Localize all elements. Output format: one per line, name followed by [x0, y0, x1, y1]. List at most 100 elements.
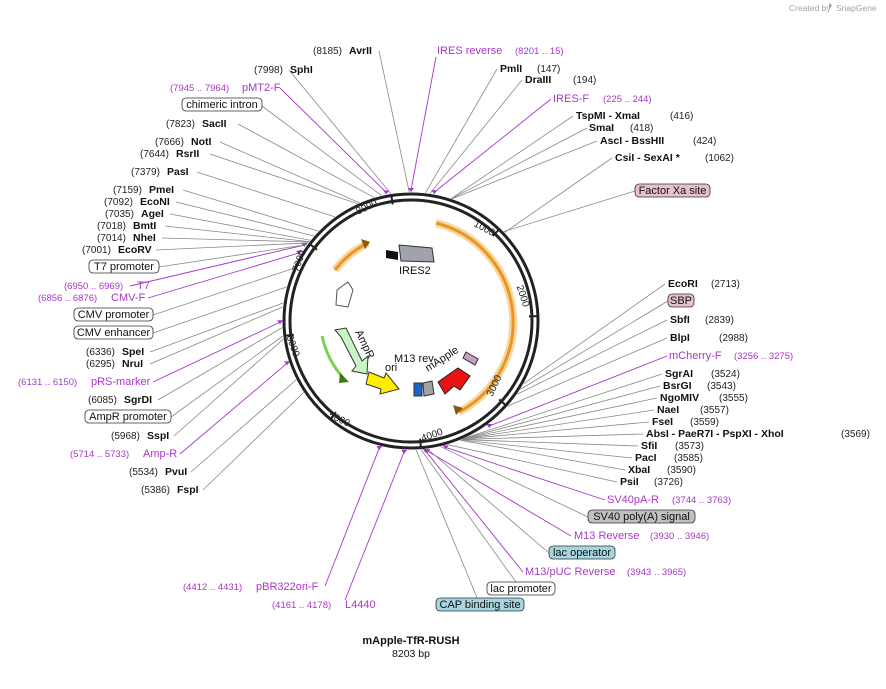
primer-mark-icon: [383, 190, 390, 195]
site-pos-sfii: (3573): [675, 441, 704, 452]
tick-label-8000: 8000: [355, 198, 380, 218]
map-name: mApple-TfR-RUSH: [362, 635, 459, 647]
site-noti[interactable]: (7666)NotI: [155, 136, 211, 148]
site-bsrgi[interactable]: BsrGI(3543): [663, 380, 736, 392]
feature-cap-binding-site[interactable]: CAP binding site: [435, 597, 525, 612]
primer-pos-amp-r: (5714 .. 5733): [70, 449, 129, 460]
site-sbfi[interactable]: SbfI(2839): [670, 314, 734, 326]
site-tspmi-xmai[interactable]: TspMI - XmaI(416): [576, 110, 693, 122]
leader-fspi: [202, 392, 304, 491]
feature-sv40-poly-a-signal[interactable]: SV40 poly(A) signal: [587, 509, 696, 524]
site-sgrai[interactable]: SgrAI(3524): [665, 368, 740, 380]
site-fsei[interactable]: FseI(3559): [652, 416, 719, 428]
tick-mark-5000: [330, 411, 337, 419]
feature-box-lac-operator: [548, 545, 616, 560]
primer-ires-f[interactable]: IRES-F(225 .. 244): [553, 93, 652, 105]
site-pos-sphi: (7998): [254, 65, 283, 76]
primer-m13-puc-reverse[interactable]: M13/pUC Reverse(3943 .. 3965): [525, 566, 686, 578]
feature-sbp[interactable]: SBP: [667, 293, 695, 308]
site-pasi[interactable]: (7379)PasI: [131, 166, 189, 178]
feature-chimeric-intron[interactable]: chimeric intron: [181, 97, 263, 112]
primer-ires-reverse[interactable]: IRES reverse(8201 .. 15): [437, 45, 564, 57]
feature-cmv-promoter[interactable]: CMV promoter: [73, 307, 154, 322]
leader-econi: [175, 201, 315, 237]
site-csii-sexai[interactable]: CsiI - SexAI *(1062): [615, 152, 734, 164]
site-sspi[interactable]: (5968)SspI: [111, 430, 169, 442]
site-labels: (8185)AvrII(7998)SphI (7823)SacII (7666)No…: [18, 45, 870, 612]
primer-pos-prs-marker: (6131 .. 6150): [18, 377, 77, 388]
site-spei[interactable]: (6336)SpeI: [86, 346, 144, 358]
primer-pos-mcherry-f: (3256 .. 3275): [734, 351, 793, 362]
primer-name-sv40pa-r: SV40pA-R: [607, 494, 659, 506]
feature-t7-promoter[interactable]: T7 promoter: [88, 259, 160, 274]
primer-l4440[interactable]: L4440(4161 .. 4178): [272, 599, 376, 611]
site-pmli[interactable]: PmlI(147): [500, 63, 560, 75]
primer-name-m13-puc-reverse: M13/pUC Reverse: [525, 566, 615, 578]
feature-lac-operator[interactable]: lac operator: [548, 545, 616, 560]
site-bmti[interactable]: (7018)BmtI: [97, 220, 156, 232]
feature-label-ampr-promoter: AmpR promoter: [89, 411, 167, 423]
primer-pbr322ori-f[interactable]: pBR322ori-F(4412 .. 4431): [183, 581, 319, 593]
site-paci[interactable]: PacI(3585): [635, 452, 703, 464]
leader-csii-sexai: [504, 157, 613, 233]
box-leader-t7-promoter: [158, 244, 308, 268]
feature-label-cmv-enhancer: CMV enhancer: [77, 327, 151, 339]
site-blpi[interactable]: BlpI(2988): [670, 332, 748, 344]
site-xbai[interactable]: XbaI(3590): [628, 464, 696, 476]
site-smai[interactable]: SmaI(418): [589, 122, 653, 134]
primer-amp-r[interactable]: Amp-R(5714 .. 5733): [70, 448, 177, 460]
site-name-absi-paer7i-pspxi-xhoi: AbsI - PaeR7I - PspXI - XhoI: [646, 428, 784, 440]
leader-bmti: [164, 225, 310, 242]
site-sfii[interactable]: SfiI(3573): [641, 440, 704, 452]
orange-feature-arc: [435, 221, 515, 414]
primer-pmt2-f[interactable]: pMT2-F(7945 .. 7964): [170, 82, 281, 94]
site-name-psii: PsiI: [620, 476, 639, 488]
site-agei[interactable]: (7035)AgeI: [105, 208, 164, 220]
site-name-sacii: SacII: [202, 118, 227, 130]
primer-leader-l4440: [344, 451, 405, 601]
site-ecorv[interactable]: (7001)EcoRV: [82, 244, 152, 256]
site-pos-nrui: (6295): [86, 359, 115, 370]
site-name-avrii: AvrII: [349, 45, 372, 57]
feature-factor-xa-site[interactable]: Factor Xa site: [634, 183, 711, 198]
leader-spei: [149, 302, 284, 353]
site-naei[interactable]: NaeI(3557): [657, 404, 729, 416]
site-avrii[interactable]: (8185)AvrII: [313, 45, 372, 57]
feature-box-sbp: [667, 293, 695, 308]
site-nrui[interactable]: (6295)NruI: [86, 358, 143, 370]
site-psii[interactable]: PsiI(3726): [620, 476, 683, 488]
site-draiii[interactable]: DraIII(194): [525, 74, 596, 86]
primer-name-ires-f: IRES-F: [553, 93, 589, 105]
feature-box-lac-promoter: [486, 581, 556, 596]
primer-prs-marker[interactable]: pRS-marker(6131 .. 6150): [18, 376, 151, 388]
feature-lac-promoter[interactable]: lac promoter: [486, 581, 556, 596]
site-sphi[interactable]: (7998)SphI: [254, 64, 313, 76]
site-sacii[interactable]: (7823)SacII: [166, 118, 227, 130]
primer-t7[interactable]: T7(6950 .. 6969): [64, 280, 150, 292]
site-nhei[interactable]: (7014)NheI: [97, 232, 156, 244]
site-pmei[interactable]: (7159)PmeI: [113, 184, 174, 196]
site-asci-bsshii[interactable]: AscI - BssHII(424): [600, 135, 716, 147]
feature-label-factor-xa-site: Factor Xa site: [639, 185, 707, 197]
site-pos-fsei: (3559): [690, 417, 719, 428]
site-pos-sgrai: (3524): [711, 369, 740, 380]
site-ecori[interactable]: EcoRI(2713): [668, 278, 740, 290]
primer-sv40pa-r[interactable]: SV40pA-R(3744 .. 3763): [607, 494, 731, 506]
box-leader-lac-promoter: [420, 449, 522, 590]
site-sgrdi[interactable]: (6085)SgrDI: [88, 394, 152, 406]
feature-cmv-enhancer[interactable]: CMV enhancer: [73, 325, 154, 340]
box-leader-cmv-promoter: [152, 268, 294, 316]
site-econi[interactable]: (7092)EcoNI: [104, 196, 170, 208]
site-rsrii[interactable]: (7644)RsrII: [140, 148, 199, 160]
site-name-sspi: SspI: [147, 430, 169, 442]
feature-ampr-promoter[interactable]: AmpR promoter: [84, 409, 172, 424]
primer-mcherry-f[interactable]: mCherry-F(3256 .. 3275): [669, 350, 793, 362]
site-absi-paer7i-pspxi-xhoi[interactable]: AbsI - PaeR7I - PspXI - XhoI(3569): [646, 428, 870, 440]
site-pvui[interactable]: (5534)PvuI: [129, 466, 187, 478]
site-pos-bsrgi: (3543): [707, 381, 736, 392]
map-length: 8203 bp: [392, 648, 430, 660]
site-ngomiv[interactable]: NgoMIV(3555): [660, 392, 748, 404]
primer-cmv-f[interactable]: CMV-F(6856 .. 6876): [38, 292, 146, 304]
primer-m13-reverse[interactable]: M13 Reverse(3930 .. 3946): [574, 530, 709, 542]
site-fspi[interactable]: (5386)FspI: [141, 484, 199, 496]
